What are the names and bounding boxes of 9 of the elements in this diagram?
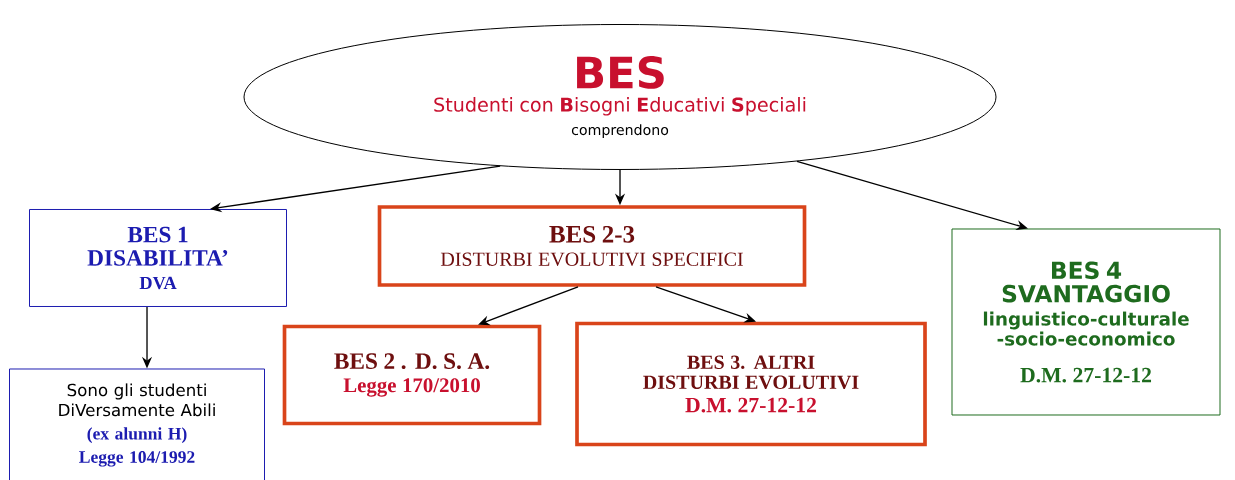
arrow: [655, 286, 756, 323]
text-box: BES 2 . D. S. A. Legge 170/2010: [282, 324, 542, 426]
arrow: [478, 286, 579, 326]
text-box: BES 3. ALTRI DISTURBI EVOLUTIVI D.M. 27-12-12: [575, 321, 927, 447]
text-box: BES 4 SVANTAGGIO linguistico-culturale -socio-economico D.M. 27-12-12: [951, 228, 1221, 416]
text-box: BES 1 DISABILITA’ DVA: [29, 209, 287, 307]
text-box: BES 2-3 DISTURBI EVOLUTIVI SPECIFICI: [377, 205, 807, 287]
ellipse-node: BES Studenti con Bisogni Educativi Speciali comprendono: [243, 24, 997, 170]
text-box: Sono gli studenti DiVersamente Abili (ex alunni H) Legge 104/1992: [9, 368, 265, 480]
